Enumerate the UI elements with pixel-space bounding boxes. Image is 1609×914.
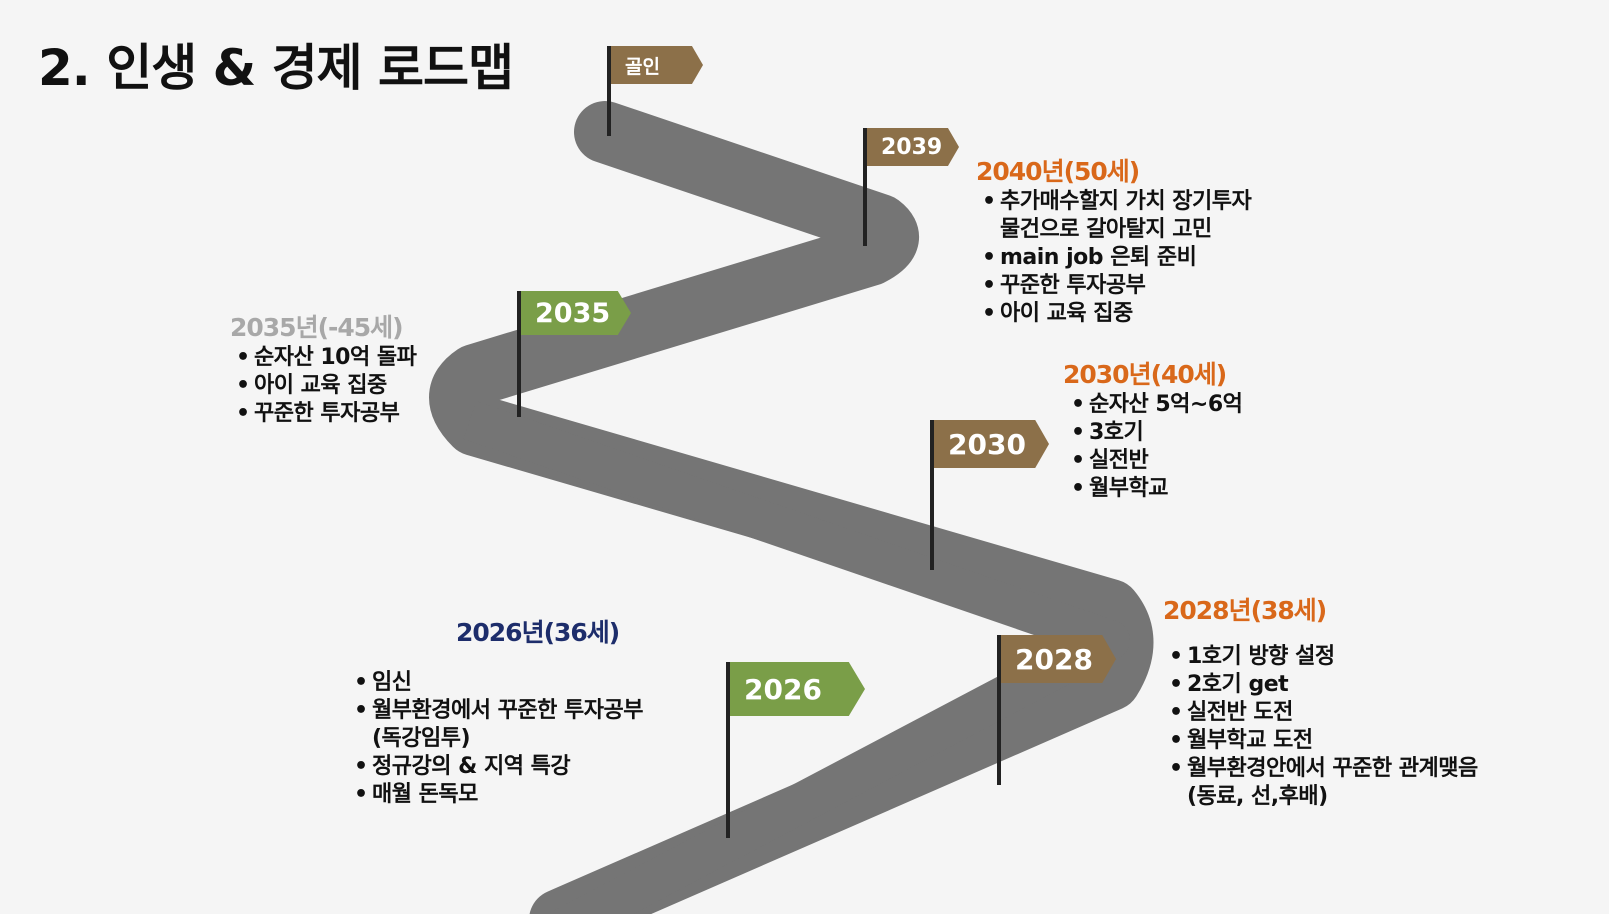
milestone-heading: 2030년(40세) [1063,360,1227,389]
list-item: 월부환경에서 꾸준한 투자공부 [354,697,643,725]
list-item: 물건으로 갈아탈지 고민 [1000,217,1212,242]
list-item: main job 은퇴 준비 [982,244,1251,272]
milestone-heading: 2026년(36세) [456,618,620,647]
list-item: 아이 교육 집중 [982,300,1251,328]
list-item: 추가매수할지 가치 장기투자 [982,188,1252,216]
milestone-2035: 2035년(-45세) 순자산 10억 돌파 아이 교육 집중 꾸준한 투자공부 [230,308,417,428]
list-item: 임신 [354,669,643,697]
flag-2028-label: 2028 [1001,635,1116,683]
list-item: 꾸준한 투자공부 [982,272,1251,300]
milestone-2026: 2026년(36세) 임신 월부환경에서 꾸준한 투자공부 (독강임투) 정규강… [354,613,643,809]
milestone-heading: 2040년(50세) [976,157,1140,186]
list-item: 순자산 10억 돌파 [236,344,417,372]
milestone-2030: 2030년(40세) 순자산 5억~6억 3호기 실전반 월부학교 [1063,355,1243,503]
list-item: 순자산 5억~6억 [1071,391,1243,419]
milestone-heading: 2028년(38세) [1163,596,1327,625]
list-item: 실전반 [1071,447,1242,475]
flag-2035-label: 2035 [521,291,631,335]
list-item: 3호기 [1071,419,1242,447]
flag-2030-label: 2030 [934,420,1049,468]
list-item: 실전반 도전 [1169,699,1478,727]
list-item: 정규강의 & 지역 특강 [354,753,643,781]
list-item: (동료, 선,후배) [1187,784,1328,809]
milestone-heading: 2035년(-45세) [230,313,404,342]
list-item: 2호기 get [1169,671,1478,699]
list-item: 월부환경안에서 꾸준한 관계맺음 [1169,755,1478,783]
list-item: 꾸준한 투자공부 [236,400,416,428]
page-title: 2. 인생 & 경제 로드맵 [38,39,514,97]
list-item: (독강임투) [372,726,471,751]
list-item: 월부학교 도전 [1169,727,1478,755]
flag-goal-label: 골인 [611,46,703,84]
list-item: 1호기 방향 설정 [1169,643,1478,671]
milestone-2040: 2040년(50세) 추가매수할지 가치 장기투자 물건으로 갈아탈지 고민 m… [976,152,1252,328]
milestone-2028: 2028년(38세) 1호기 방향 설정 2호기 get 실전반 도전 월부학교… [1163,591,1478,811]
flag-2026-label: 2026 [730,662,865,716]
flag-2039-label: 2039 [867,128,959,166]
list-item: 아이 교육 집중 [236,372,416,400]
list-item: 월부학교 [1071,475,1242,503]
list-item: 매월 돈독모 [354,781,643,809]
